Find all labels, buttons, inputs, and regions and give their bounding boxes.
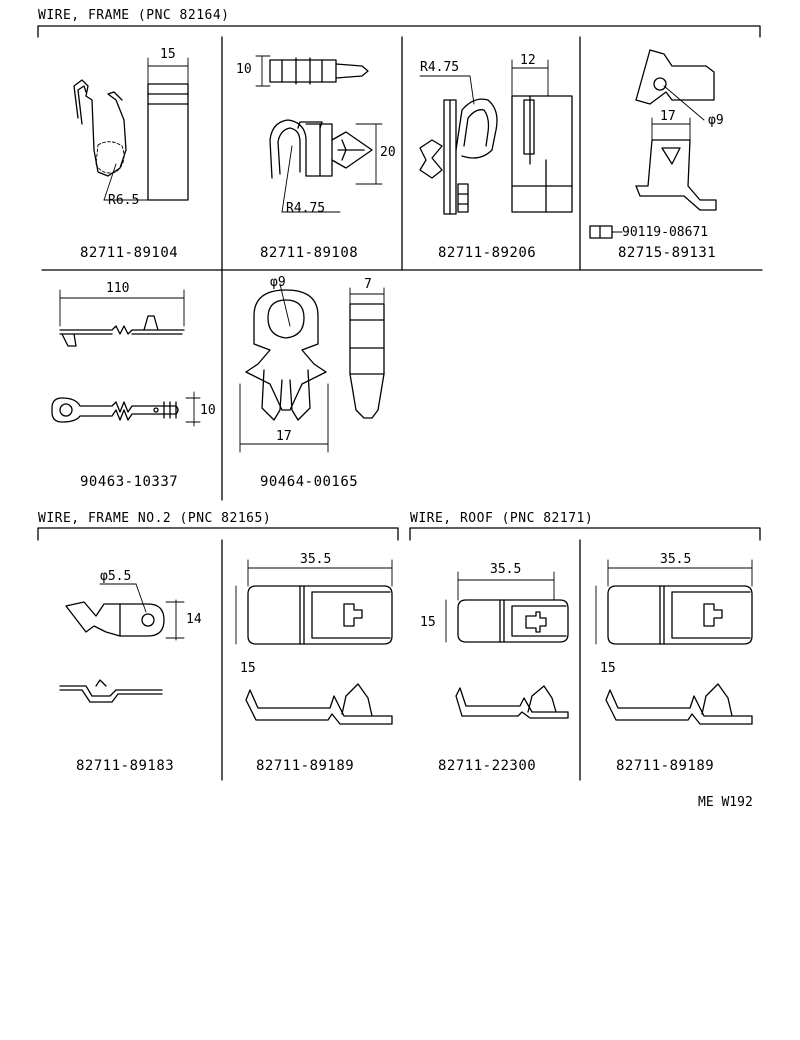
dim-label: 15 [600, 661, 616, 676]
clamp-drawing-82711-89189-b [595, 559, 753, 725]
dim-label: 12 [520, 53, 536, 68]
part-number: 82711-89189 [256, 758, 355, 774]
part-number: 82711-89108 [260, 245, 359, 261]
section-title-wire-frame: WIRE, FRAME (PNC 82164) [38, 8, 230, 23]
part-number: 90463-10337 [80, 474, 179, 490]
clip-drawing-82711-89104 [73, 57, 189, 201]
dim-label: φ9 [270, 275, 286, 290]
part-number: 82711-89104 [80, 245, 179, 261]
roof-section-border [409, 527, 761, 781]
dim-label: 35.5 [300, 552, 332, 567]
drawing-code: ME W192 [698, 795, 753, 810]
dim-label: 10 [200, 403, 216, 418]
part-number: 82711-89206 [438, 245, 537, 261]
dim-label: R4.75 [420, 60, 460, 75]
dim-label: 14 [186, 612, 202, 627]
dim-label: 15 [240, 661, 256, 676]
dim-label: 15 [160, 47, 176, 62]
dim-label: 17 [276, 429, 292, 444]
clamp-drawing-82711-89183 [59, 583, 185, 703]
clip-drawing-82711-89206 [419, 59, 573, 215]
dim-label: φ5.5 [100, 569, 132, 584]
clamp-drawing-82711-22300 [445, 571, 569, 719]
dim-label: 7 [364, 277, 372, 292]
part-number: 82711-89183 [76, 758, 175, 774]
dim-label: 110 [106, 281, 130, 296]
part-number: 82711-22300 [438, 758, 537, 774]
dim-label: 15 [420, 615, 436, 630]
clamp-drawing-82711-89189-a [235, 559, 393, 725]
dim-label: 35.5 [490, 562, 522, 577]
clip-drawing-90464-00165 [239, 283, 385, 453]
part-number: 90464-00165 [260, 474, 359, 490]
strap-drawing-90463-10337 [51, 289, 201, 427]
dim-label: 90119-08671 [622, 225, 709, 240]
dim-label: R6.5 [108, 193, 140, 208]
dim-label: 10 [236, 62, 252, 77]
dim-label: 20 [380, 145, 396, 160]
section-title-wire-roof: WIRE, ROOF (PNC 82171) [410, 511, 594, 526]
dim-label: φ9 [708, 113, 724, 128]
dim-label: 17 [660, 109, 676, 124]
part-number: 82711-89189 [616, 758, 715, 774]
dim-label: R4.75 [286, 201, 326, 216]
bracket-drawing-82715-89131 [589, 49, 717, 239]
section-title-wire-frame-no2: WIRE, FRAME NO.2 (PNC 82165) [38, 511, 272, 526]
dim-label: 35.5 [660, 552, 692, 567]
frame2-section-border [37, 527, 399, 781]
clip-drawing-82711-89108 [255, 55, 383, 213]
part-number: 82715-89131 [618, 245, 717, 261]
frame-section-border [37, 25, 763, 501]
